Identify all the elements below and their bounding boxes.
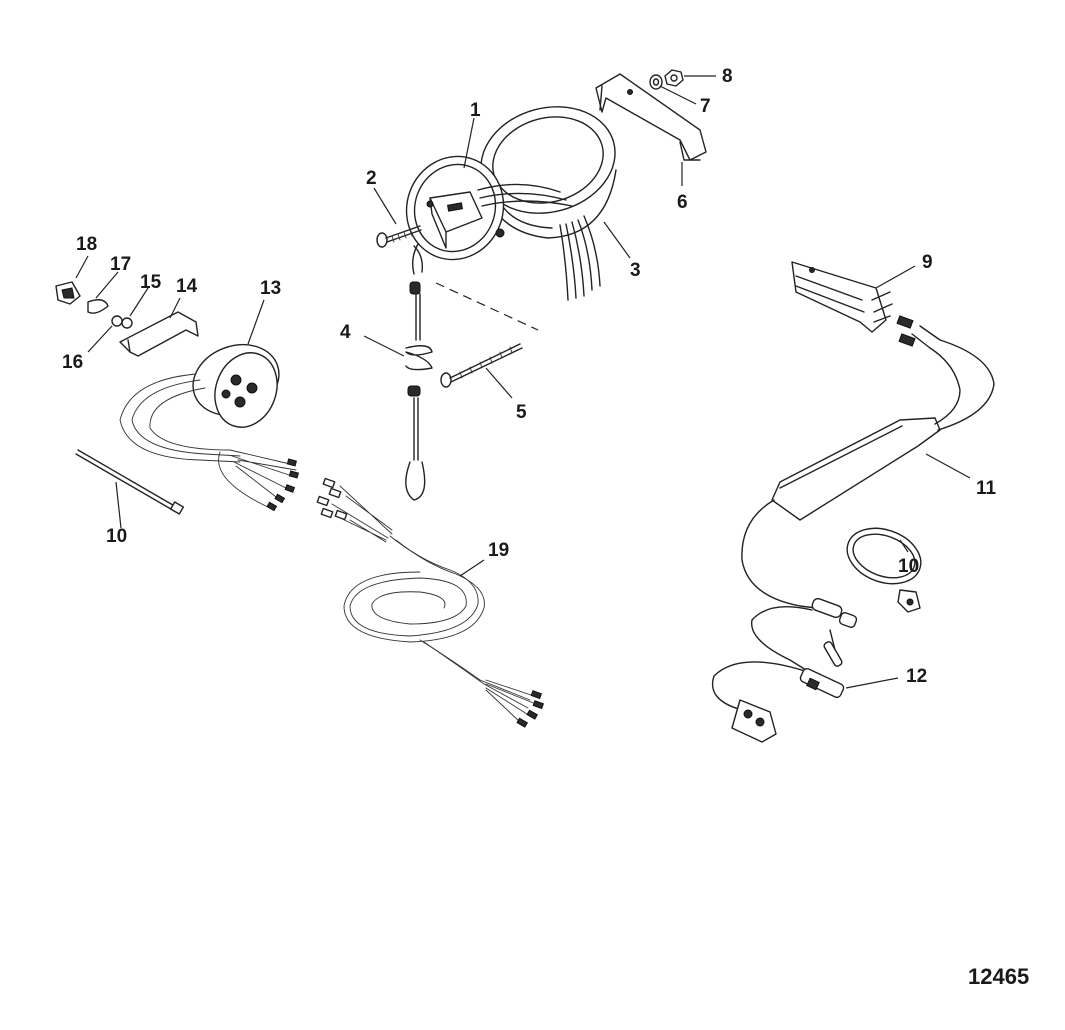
part-12-connector-harness (711, 597, 858, 743)
callout-10-left: 10 (106, 526, 127, 547)
mounting-bracket-group (595, 69, 707, 161)
gauge-assembly (55, 281, 299, 515)
callout-4: 4 (340, 322, 351, 343)
sender-assembly (711, 261, 995, 743)
part-13-gauge (119, 343, 299, 512)
callout-9: 9 (922, 252, 933, 273)
callout-19: 19 (488, 540, 509, 561)
callout-2: 2 (366, 168, 377, 189)
callout-16: 16 (62, 352, 83, 373)
callout-17: 17 (110, 254, 131, 275)
callout-7: 7 (700, 96, 711, 117)
callout-13: 13 (260, 278, 281, 299)
part-16-nut (111, 315, 123, 327)
part-5-screw (440, 343, 523, 388)
figure-number: 12465 (968, 964, 1029, 989)
part-2-screw (376, 225, 422, 248)
callout-15: 15 (140, 272, 162, 293)
part-11-sender-body (741, 315, 995, 609)
part-10-cable-tie (75, 449, 185, 515)
part-18-cap-nut (55, 281, 81, 305)
callout-1: 1 (470, 100, 481, 121)
callout-8: 8 (722, 66, 733, 87)
callout-14: 14 (176, 276, 198, 297)
callout-10-right: 10 (898, 556, 919, 577)
part-6-bracket (595, 73, 707, 161)
part-8-nut (664, 69, 684, 87)
part-7-washer (649, 74, 663, 90)
part-9-clip (791, 261, 893, 333)
callout-12: 12 (906, 666, 927, 687)
callout-labels: 1 2 3 4 5 6 7 8 9 10 10 11 12 13 14 15 1… (62, 66, 997, 687)
part-14-bracket (119, 311, 199, 357)
callout-3: 3 (630, 260, 641, 281)
callout-6: 6 (677, 192, 688, 213)
callout-11: 11 (976, 478, 997, 499)
lanyard-switch-assembly (376, 106, 617, 501)
callout-5: 5 (516, 402, 527, 423)
part-15-washer (121, 317, 133, 329)
part-10-band-clamp (846, 527, 922, 613)
part-4-lanyard (405, 243, 433, 501)
part-17-washer (87, 299, 109, 314)
callout-18: 18 (76, 234, 97, 255)
alignment-dashed-line (435, 282, 539, 331)
part-1-switch-plate (405, 155, 573, 261)
leader-lines (75, 75, 971, 689)
part-19-extension-harness (316, 477, 545, 728)
